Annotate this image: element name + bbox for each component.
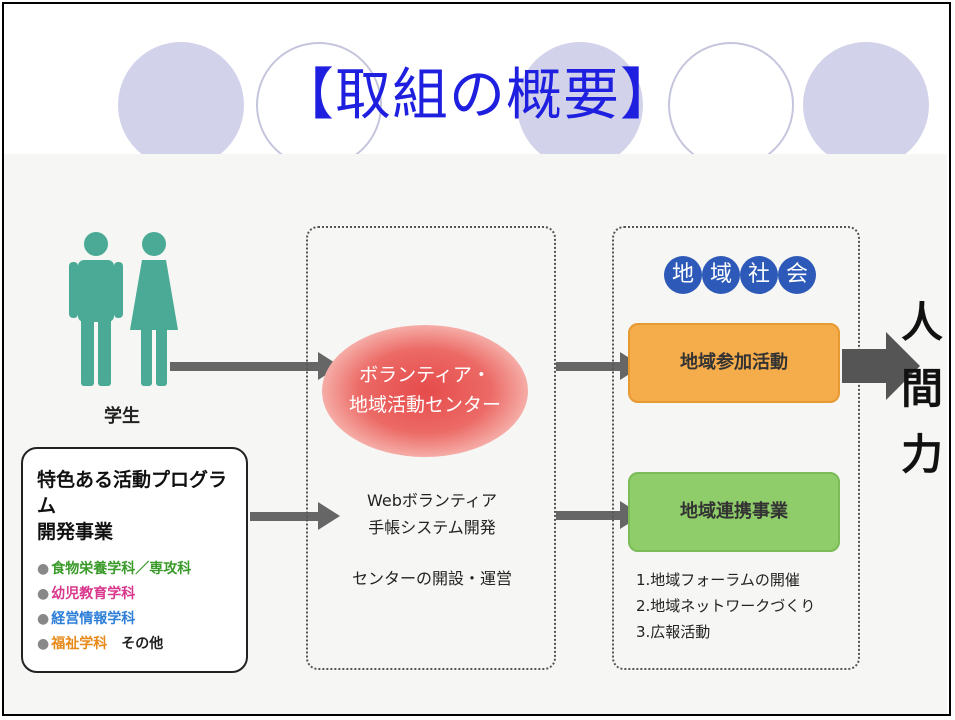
bullet-icon: ● <box>37 611 50 627</box>
department-name: 幼児教育学科 <box>51 586 136 602</box>
decor-circle-3 <box>517 42 643 168</box>
outcome-text: 人 間 力 <box>901 290 943 488</box>
center-oval <box>322 325 528 457</box>
web-line2: 手帳システム開発 <box>368 518 496 537</box>
female-leg-right <box>156 326 167 386</box>
students-icon <box>69 232 178 386</box>
department-name: 経営情報学科 <box>51 611 136 627</box>
decor-circle-2 <box>256 42 382 168</box>
decor-circle-4 <box>668 42 794 168</box>
decor-circle-5 <box>803 42 929 168</box>
list-item: 3.広報活動 <box>636 623 711 641</box>
decor-circle-1 <box>118 42 244 168</box>
department-name: ／ <box>135 561 150 577</box>
badge-4: 会 <box>778 256 816 294</box>
male-leg-right <box>98 318 111 386</box>
department-name: 食物栄養学科 <box>51 561 136 577</box>
big-arrow-shaft <box>842 349 886 383</box>
student-label: 学生 <box>104 406 140 427</box>
activity-participation-box: 地域参加活動 <box>628 323 840 403</box>
arrow-head-2 <box>318 502 340 530</box>
department-list: ●食物栄養学科／専攻科●幼児教育学科●経営情報学科●福祉学科 その他 <box>37 557 232 657</box>
department-item: ●幼児教育学科 <box>37 582 232 607</box>
community-section-box <box>612 226 860 670</box>
center-oval-line1: ボランティア・ <box>359 364 491 386</box>
department-item: ●経営情報学科 <box>37 607 232 632</box>
department-name: その他 <box>107 636 164 652</box>
male-body <box>78 260 114 322</box>
activity-collaboration-box: 地域連携事業 <box>628 472 840 552</box>
bullet-icon: ● <box>37 636 50 652</box>
arrow-student-to-center <box>170 362 322 371</box>
department-item: ●福祉学科 その他 <box>37 632 232 657</box>
department-name: 福祉学科 <box>51 636 108 652</box>
program-title-line2: 開発事業 <box>37 521 114 543</box>
center-oval-line2: 地域活動センター <box>348 394 501 416</box>
arrow-center-to-activity2 <box>556 511 622 520</box>
badge-3: 社 <box>740 256 778 294</box>
bullet-icon: ● <box>37 586 50 602</box>
center-ops-text: センターの開設・運営 <box>351 569 512 588</box>
outcome-char-3: 力 <box>901 430 944 479</box>
slide-title: 【取組の概要】 <box>278 63 677 128</box>
male-arm-left <box>69 262 78 318</box>
female-dress <box>130 260 178 330</box>
program-box: 特色ある活動プログラム 開発事業 ●食物栄養学科／専攻科●幼児教育学科●経営情報… <box>21 447 248 673</box>
arrow-center-to-activity1 <box>556 362 622 371</box>
program-title: 特色ある活動プログラム 開発事業 <box>37 467 232 545</box>
badge-1: 地 <box>664 256 702 294</box>
program-title-line1: 特色ある活動プログラム <box>37 469 228 517</box>
arrow-program-to-center <box>250 512 322 521</box>
center-oval-text: ボランティア・ 地域活動センター <box>322 360 528 420</box>
outcome-char-1: 人 <box>901 298 944 347</box>
collaboration-list: 1.地域フォーラムの開催 2.地域ネットワークづくり 3.広報活動 <box>636 567 815 645</box>
web-system-text: Webボランティア 手帳システム開発 <box>308 487 556 541</box>
department-name: 専攻科 <box>149 561 192 577</box>
web-line1: Webボランティア <box>367 491 497 510</box>
male-head <box>84 232 108 256</box>
center-section-box <box>306 226 556 670</box>
list-item: 1.地域フォーラムの開催 <box>636 571 800 589</box>
list-item: 2.地域ネットワークづくり <box>636 597 816 615</box>
department-item: ●食物栄養学科／専攻科 <box>37 557 232 582</box>
female-head <box>142 232 166 256</box>
big-arrow-head <box>886 332 920 400</box>
bullet-icon: ● <box>37 561 50 577</box>
badge-2: 域 <box>702 256 740 294</box>
outcome-char-2: 間 <box>901 364 944 413</box>
male-arm-right <box>114 262 123 318</box>
female-leg-left <box>141 326 152 386</box>
male-leg-left <box>81 318 94 386</box>
